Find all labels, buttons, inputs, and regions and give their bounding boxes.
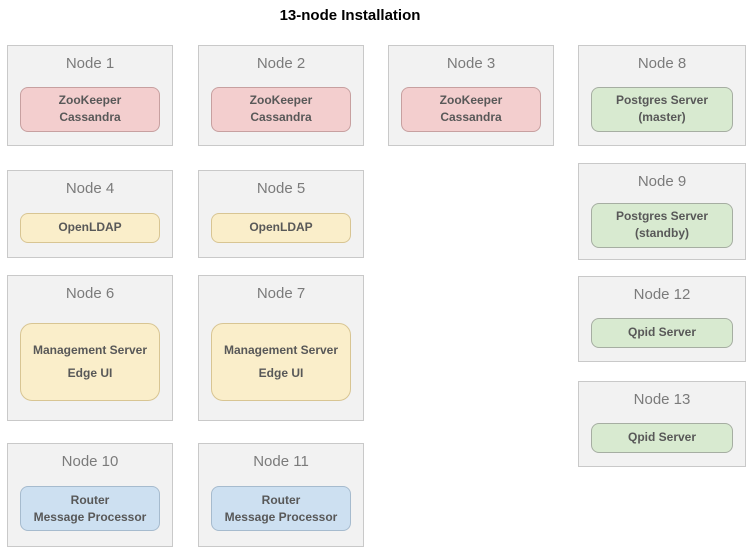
- node-title: Node 4: [65, 180, 115, 197]
- node-card-13: Node 13 Qpid Server: [578, 381, 746, 467]
- component-line: Cassandra: [250, 110, 312, 124]
- component-line: Router: [70, 492, 110, 507]
- component-line: Qpid Server: [627, 325, 697, 339]
- component-postgres-master: Postgres Server (master): [591, 86, 733, 132]
- component-line: Postgres Server: [615, 93, 709, 107]
- node-card-9: Node 9 Postgres Server (standby): [578, 163, 746, 260]
- diagram-title: 13-node Installation: [279, 7, 421, 24]
- component-line: Qpid Server: [627, 430, 697, 444]
- component-line: Message Processor: [33, 509, 147, 524]
- component-line: Message Processor: [224, 509, 338, 524]
- component-line: Edge UI: [67, 365, 113, 380]
- node-title: Node 7: [256, 285, 306, 302]
- component-openldap: OpenLDAP: [20, 212, 160, 243]
- node-card-5: Node 5 OpenLDAP: [198, 170, 364, 258]
- component-router-message-processor: Router Message Processor: [20, 486, 160, 531]
- node-card-12: Node 12 Qpid Server: [578, 276, 746, 362]
- component-line: (standby): [635, 226, 689, 240]
- node-card-3: Node 3 ZooKeeper Cassandra: [388, 45, 554, 146]
- node-title: Node 8: [637, 55, 687, 72]
- component-management-server-edge-ui: Management Server Edge UI: [211, 322, 351, 401]
- node-title: Node 11: [253, 453, 309, 470]
- component-openldap: OpenLDAP: [211, 212, 351, 243]
- component-line: OpenLDAP: [249, 220, 313, 234]
- node-title: Node 1: [65, 55, 115, 72]
- component-line: Cassandra: [440, 110, 502, 124]
- node-title: Node 3: [446, 55, 496, 72]
- node-card-4: Node 4 OpenLDAP: [7, 170, 173, 258]
- component-line: Router: [261, 492, 301, 507]
- node-title: Node 12: [633, 286, 691, 303]
- component-line: Postgres Server: [615, 209, 709, 223]
- component-zookeeper-cassandra: ZooKeeper Cassandra: [401, 86, 541, 132]
- node-title: Node 9: [637, 173, 687, 190]
- component-management-server-edge-ui: Management Server Edge UI: [20, 322, 160, 401]
- node-title: Node 2: [256, 55, 306, 72]
- component-line: ZooKeeper: [249, 93, 313, 107]
- component-line: Cassandra: [59, 110, 121, 124]
- component-line: (master): [638, 110, 686, 124]
- component-postgres-standby: Postgres Server (standby): [591, 202, 733, 248]
- component-line: Management Server: [223, 342, 339, 357]
- component-router-message-processor: Router Message Processor: [211, 486, 351, 531]
- component-line: ZooKeeper: [439, 93, 503, 107]
- node-card-10: Node 10 Router Message Processor: [7, 443, 173, 547]
- node-card-7: Node 7 Management Server Edge UI: [198, 275, 364, 421]
- node-title: Node 10: [61, 453, 119, 470]
- component-line: ZooKeeper: [58, 93, 122, 107]
- component-line: Edge UI: [258, 365, 304, 380]
- node-card-2: Node 2 ZooKeeper Cassandra: [198, 45, 364, 146]
- component-zookeeper-cassandra: ZooKeeper Cassandra: [20, 86, 160, 132]
- node-title: Node 6: [65, 285, 115, 302]
- node-card-6: Node 6 Management Server Edge UI: [7, 275, 173, 421]
- node-title: Node 5: [256, 180, 306, 197]
- node-card-1: Node 1 ZooKeeper Cassandra: [7, 45, 173, 146]
- component-qpid-server: Qpid Server: [591, 317, 733, 348]
- component-zookeeper-cassandra: ZooKeeper Cassandra: [211, 86, 351, 132]
- node-card-11: Node 11 Router Message Processor: [198, 443, 364, 547]
- node-card-8: Node 8 Postgres Server (master): [578, 45, 746, 146]
- component-qpid-server: Qpid Server: [591, 422, 733, 453]
- node-title: Node 13: [633, 391, 691, 408]
- component-line: OpenLDAP: [58, 220, 122, 234]
- component-line: Management Server: [32, 342, 148, 357]
